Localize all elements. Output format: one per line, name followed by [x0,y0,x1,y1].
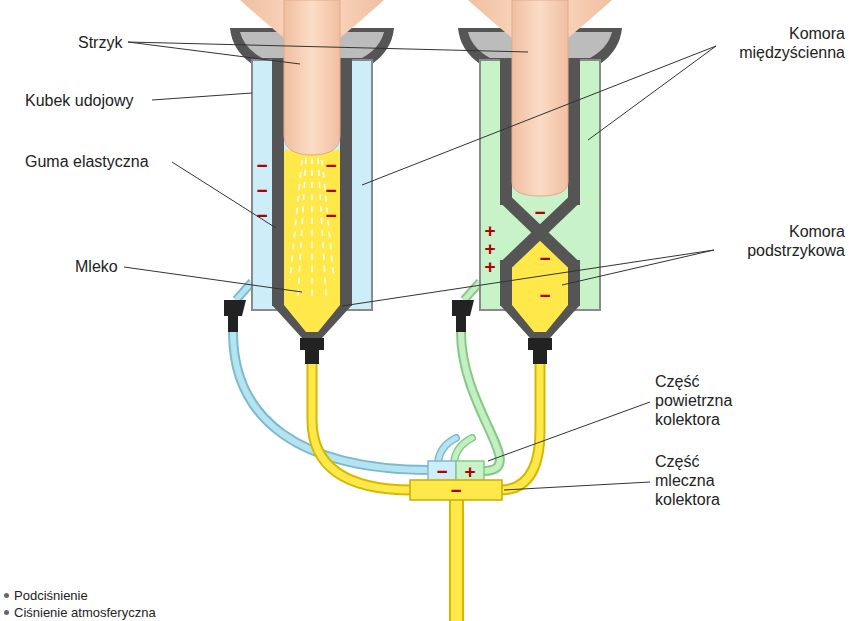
legend-row: Podciśnienie [4,588,88,604]
pressure-sign: − [325,206,336,225]
pressure-sign: − [325,156,336,175]
milk-jet [290,158,334,300]
pressure-sign: + [484,221,495,240]
part-label: Komora międzyścienna [720,24,845,62]
pressure-sign: + [464,462,475,481]
pressure-sign: − [325,181,336,200]
leader-line [124,42,716,490]
pressure-sign: − [436,462,447,481]
part-label: Komora podstrzykowa [720,222,845,260]
part-label: Część powietrzna kolektora [655,372,755,430]
part-label: Część mleczna kolektora [655,452,745,510]
pressure-sign: − [534,203,545,222]
legend-marker [4,593,9,598]
legend-marker [4,610,9,615]
part-label: Kubek udojowy [25,91,134,110]
air-tube [233,332,500,471]
legend-text: Ciśnienie atmosferyczna [14,605,156,621]
pressure-sign: − [450,481,461,500]
milk-tube [312,360,540,621]
pressure-sign: − [539,249,550,268]
part-label: Guma elastyczna [25,152,149,171]
pressure-sign: − [256,181,267,200]
collector [410,461,502,500]
legend-row: Ciśnienie atmosferyczna [4,605,156,621]
pressure-sign: + [484,257,495,276]
part-label: Mleko [75,257,118,276]
pressure-sign: − [256,206,267,225]
pressure-sign: − [256,156,267,175]
teat-cup-right [452,0,622,364]
pressure-sign: + [484,239,495,258]
part-label: Strzyk [78,33,122,52]
legend-text: Podciśnienie [14,588,88,604]
pressure-sign: − [539,286,550,305]
